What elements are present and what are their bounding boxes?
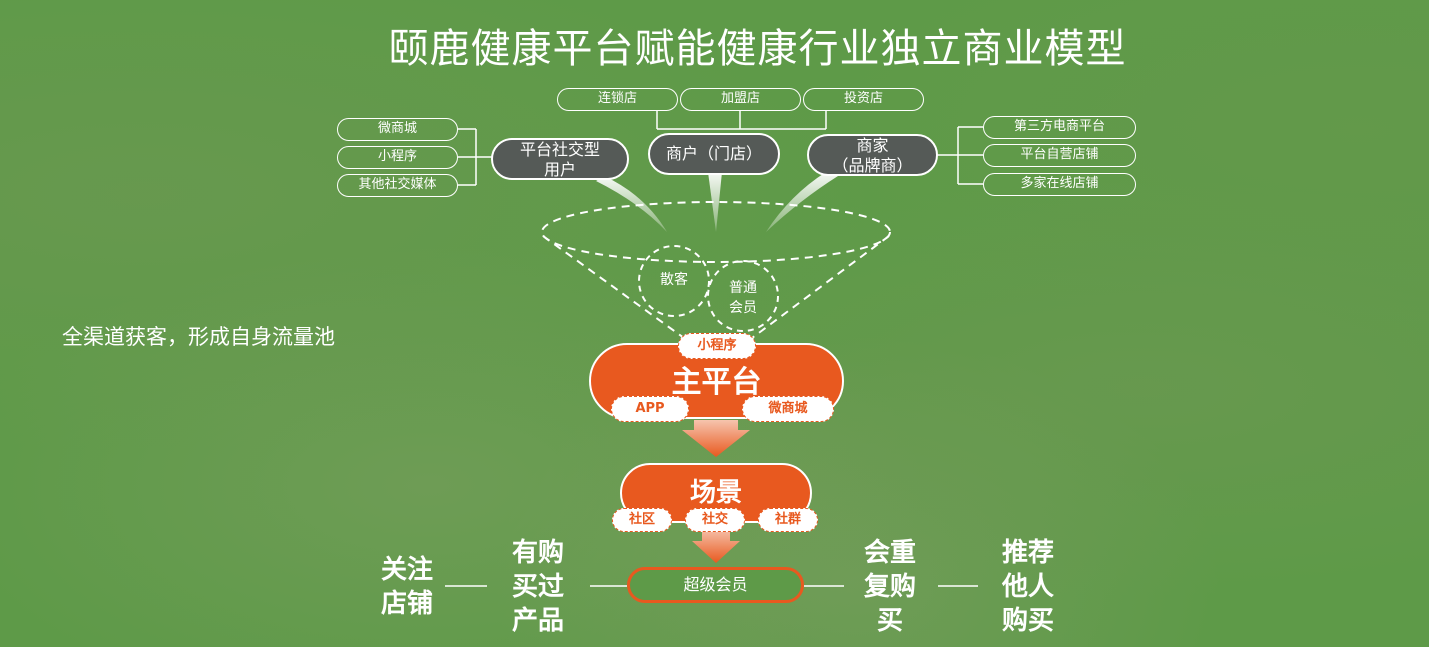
down-arrows [682,420,750,563]
funnel-beams [596,172,838,232]
flow-purchased-product: 有购 买过 产品 [508,536,568,638]
flow-recommend-line2: 他人 [1001,572,1054,602]
flow-follow-line2: 店铺 [380,589,433,619]
pill-third-party-ecommerce: 第三方电商平台 [983,116,1136,139]
pill-investment-store: 投资店 [803,88,924,111]
scene-title: 场景 [689,478,742,508]
pill-franchise-store: 加盟店 [680,88,801,111]
node-social-users-line1: 平台社交型 [519,140,600,159]
main-platform-title: 主平台 [671,365,762,400]
flow-recommend-line1: 推荐 [1001,538,1054,568]
flow-repurchase-line2: 复购 [863,572,916,602]
node-social-users: 平台社交型 用户 [491,138,629,180]
flow-purchased-line1: 有购 [511,538,564,568]
flow-repurchase-line3: 买 [876,606,903,636]
node-merchant-store: 商户（门店） [648,133,780,175]
super-member-node: 超级会员 [627,567,804,603]
side-caption: 全渠道获客，形成自身流量池 [62,325,335,349]
node-merchant-brand-line1: 商家 [856,136,889,155]
pill-multiple-online-stores: 多家在线店铺 [983,173,1136,196]
pill-self-operated-store: 平台自营店铺 [983,144,1136,167]
flow-follow-line1: 关注 [380,555,433,585]
funnel-label-walkin: 散客 [660,272,688,288]
page-title: 颐鹿健康平台赋能健康行业独立商业模型 [388,26,1127,72]
tag-social: 社交 [685,508,745,532]
pill-micro-mall: 微商城 [337,118,458,141]
flow-recommend-line3: 购买 [1001,606,1054,636]
flow-recommend-others: 推荐 他人 购买 [998,536,1058,638]
left-connectors [458,128,493,186]
flow-repurchase-line1: 会重 [863,538,916,568]
funnel-label-member-line2: 会员 [729,300,757,316]
flow-follow-store: 关注 店铺 [378,553,436,621]
node-merchant-store-label: 商户（门店） [665,144,762,163]
node-merchant-brand: 商家 （品牌商） [807,134,938,176]
funnel-circles [638,245,779,332]
funnel-label-member-line1: 普通 [729,280,757,296]
pill-other-social-media: 其他社交媒体 [337,174,458,197]
flow-repurchase: 会重 复购 买 [860,536,920,638]
tag-app: APP [611,396,689,422]
tag-mini-program: 小程序 [678,333,756,359]
flow-purchased-line3: 产品 [511,606,564,636]
node-social-users-line2: 用户 [543,160,576,179]
pill-mini-program: 小程序 [337,146,458,169]
tag-social-group: 社群 [758,508,818,532]
top-connectors [656,110,827,130]
tag-community: 社区 [612,508,672,532]
funnel-label-member: 普通 会员 [717,278,769,318]
funnel-outline [541,201,891,339]
pill-chain-store: 连锁店 [557,88,678,111]
node-merchant-brand-line2: （品牌商） [832,156,913,175]
flow-purchased-line2: 买过 [511,572,564,602]
tag-micro-mall: 微商城 [742,396,834,422]
right-connectors [937,126,983,185]
